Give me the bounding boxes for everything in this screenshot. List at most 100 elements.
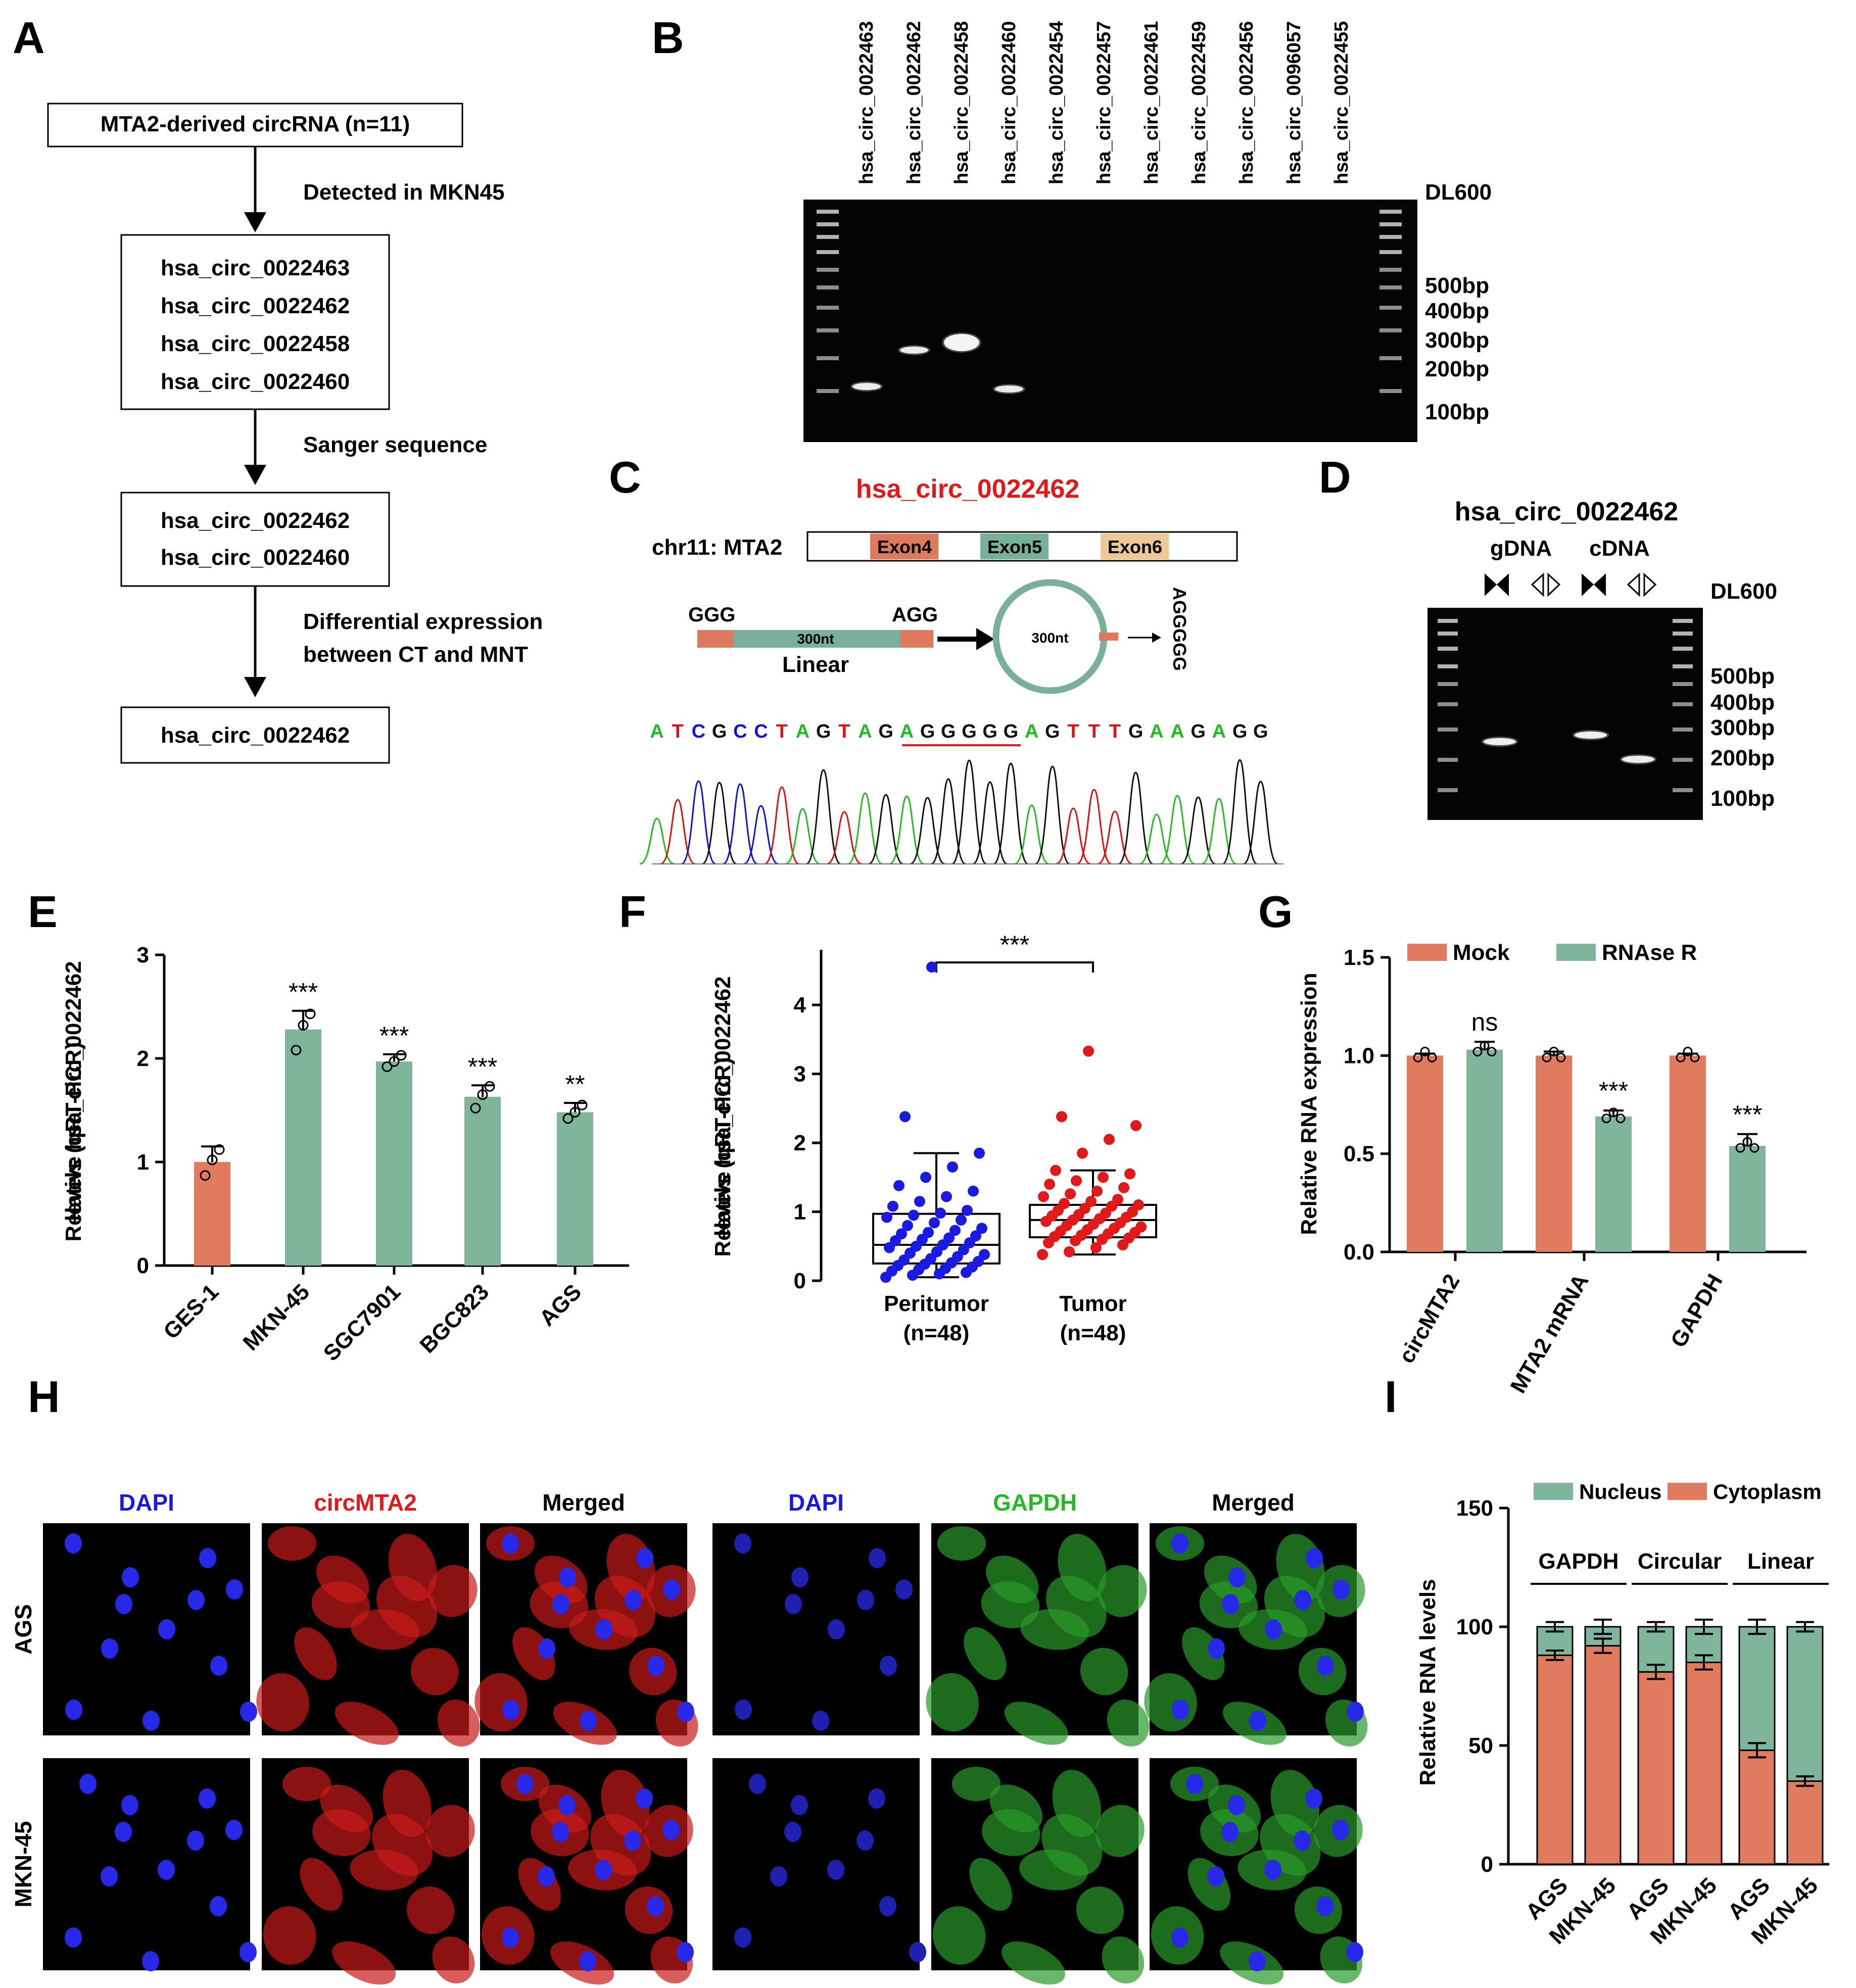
f-point [881,1211,892,1223]
f-point [929,1217,940,1229]
g-point [1487,1047,1497,1057]
d-size: 300bp [1710,715,1775,740]
e-x-tick-label: GES-1 [159,1279,223,1344]
h-nucleus [158,1619,175,1639]
e-y-tick-label: 3 [137,943,149,967]
c-base: G [982,721,997,742]
h-nucleus [1317,1656,1334,1676]
a-box-2 [120,234,390,410]
c-chromatogram [639,759,1283,865]
h-micrograph [1144,1523,1368,1747]
g-significance: ns [1471,1008,1498,1036]
c-base: A [650,721,663,742]
c-exon6 [1101,534,1169,559]
g-y-tick-label: 0.0 [1344,1240,1374,1265]
c-linear-len: 300nt [797,631,834,647]
c-peak [1076,789,1112,865]
c-peak [931,778,966,865]
h-cell [428,1565,478,1617]
a-arrowhead-1 [244,212,266,232]
h-nucleus [857,1590,874,1610]
b-band [852,383,881,390]
d-ladder-band [1438,758,1458,762]
a-step1: Detected in MKN45 [303,180,505,205]
h-cell [952,1767,1001,1801]
c-peak [910,797,945,865]
e-bar [557,1112,593,1266]
e-point [470,1102,481,1113]
d-ladder-band [1438,647,1458,651]
g-bar [1466,1049,1503,1252]
b-lane-label: hsa_circ_0022463 [856,21,877,184]
h-cell [1080,1647,1128,1695]
c-base: C [754,721,768,742]
h-nucleus [1171,1533,1188,1554]
b-marker: DL600 [1425,180,1492,205]
c-junction-seq: AGGGGG [1169,587,1190,671]
c-peak [972,781,1008,865]
c-left-seq: GGG [688,604,735,626]
h-nucleus [1172,1700,1189,1720]
f-point [962,1204,973,1216]
c-base: T [1109,721,1121,742]
panel-c-label: C [609,452,641,502]
h-nucleus [158,1860,175,1880]
d-gdna: gDNA [1490,536,1552,561]
e-bar [376,1061,412,1266]
panel-d-label: D [1319,452,1351,502]
c-base: A [796,721,810,742]
b-lane-label: hsa_circ_0022461 [1141,21,1162,184]
g-point [1690,1052,1700,1062]
d-primer-convergent-icon [1531,572,1657,597]
i-y-tick-label: 150 [1456,1496,1493,1521]
g-point [1480,1041,1490,1051]
c-peak [847,792,883,865]
g-x-tick-label: circMTA2 [1394,1270,1465,1368]
e-y-axis-label: levels (qRT-PCR) [61,1042,86,1222]
h-nucleus [142,1711,160,1731]
h-cell [335,1702,399,1745]
h-nucleus [199,1788,216,1809]
chart-f: 01234***Peritumor(n=48)Tumor(n=48)Relati… [710,931,1157,1345]
c-exon4-label: Exon4 [877,537,932,557]
h-column-label: DAPI [788,1489,844,1516]
g-bar [1595,1116,1632,1252]
b-ladder-band [817,389,839,393]
h-micrograph [480,1758,694,1985]
panel-e: E 0123GES-1***MKN-45***SGC7901***BGC823*… [28,887,629,1366]
e-point [562,1113,574,1124]
h-cell [1264,1575,1325,1638]
h-nucleus [122,1567,139,1587]
f-point [1118,1182,1129,1193]
h-nucleus [895,1579,913,1599]
h-micrograph [1150,1758,1363,1985]
h-cell [1102,1936,1145,1983]
e-significance: ** [565,1070,585,1098]
h-nucleus [880,1656,897,1676]
e-point [305,1008,316,1020]
g-bar [1407,1055,1443,1252]
b-lane-label: hsa_circ_0022455 [1331,21,1352,184]
c-base: A [1212,721,1226,742]
g-point [1749,1143,1759,1153]
h-nucleus [101,1866,118,1886]
c-junction-arrowhead [1152,633,1161,643]
g-point [1735,1143,1745,1153]
h-nucleus [1332,1820,1349,1840]
e-point [200,1170,211,1181]
c-chrom: chr11: MTA2 [652,535,782,560]
h-nucleus [210,1656,227,1676]
h-nucleus [636,1548,653,1568]
f-x-tick-label: Tumor [1059,1291,1127,1316]
c-peak [1180,796,1216,865]
f-significance: *** [1000,931,1029,959]
h-nucleus [1222,1594,1239,1614]
f-point [1064,1246,1075,1257]
e-y-tick-label: 2 [137,1046,149,1071]
h-nucleus [142,1951,159,1971]
h-micrograph [262,1758,475,1985]
f-point [1083,1045,1094,1057]
e-point [396,1050,407,1061]
